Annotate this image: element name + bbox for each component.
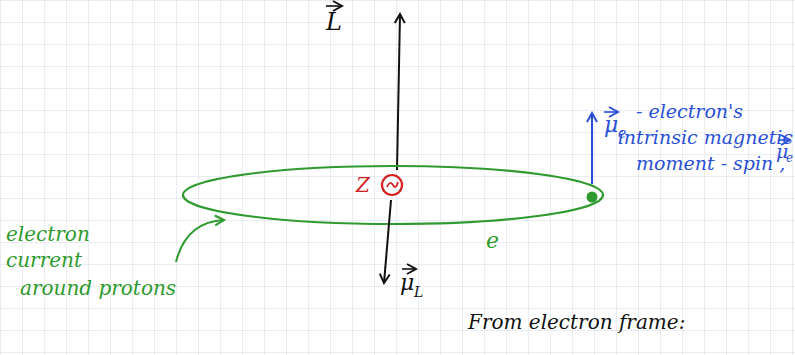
nucleus: [382, 175, 402, 195]
electron-orbit: [183, 166, 603, 224]
annotation: intrinsic magnetic: [618, 128, 793, 147]
particle-label: e: [486, 230, 499, 252]
annotation: moment - spin ,: [636, 154, 785, 173]
annotation: around protons: [20, 278, 176, 298]
nucleus-mark: [387, 182, 398, 187]
subscript: L: [414, 285, 423, 299]
vector-sign: [604, 111, 618, 113]
vector-sign: [326, 5, 342, 7]
orbital-moment-arrow: [384, 200, 391, 283]
annotation: From electron frame:: [468, 312, 685, 332]
annotation: - electron's: [636, 102, 743, 121]
callout-arrow: [176, 220, 224, 262]
vector-sign: [402, 268, 416, 270]
annotation: electron: [6, 224, 90, 244]
annotation: current: [6, 250, 82, 270]
subscript: e: [786, 152, 793, 164]
electron-dot: [587, 192, 598, 203]
vector-label: L: [326, 10, 342, 34]
vector-label: μ: [400, 272, 414, 294]
angular-momentum-arrow: [397, 14, 400, 170]
charge-label: Z: [356, 175, 370, 195]
spin-moment-arrow: [591, 113, 593, 184]
vector-label: μ: [604, 114, 618, 136]
